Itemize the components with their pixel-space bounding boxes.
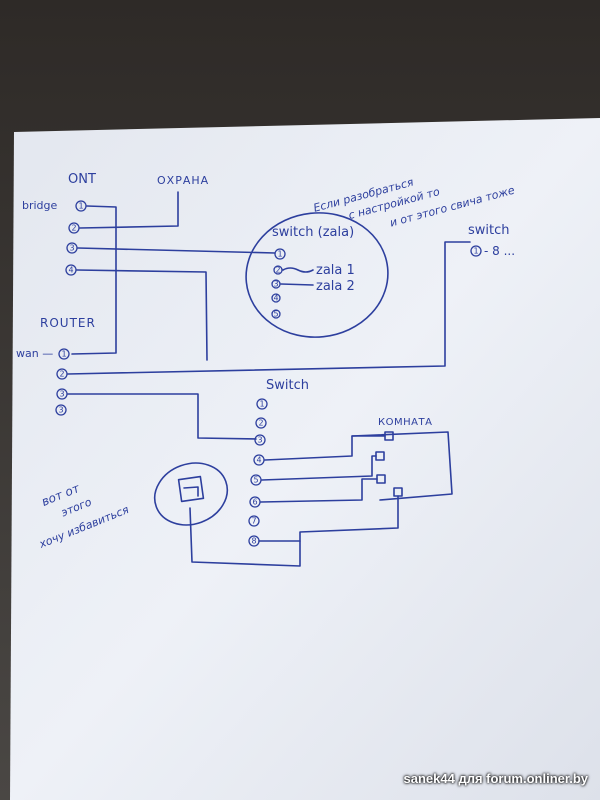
switch-port6-to-room-wire bbox=[260, 478, 378, 503]
svg-text:1: 1 bbox=[78, 202, 83, 211]
ont-port3-to-switch-zala-wire bbox=[77, 247, 276, 254]
ont-port-1: 1 bbox=[75, 200, 87, 212]
svg-text:1: 1 bbox=[259, 400, 264, 409]
router-port3-to-switch-port3-wire bbox=[67, 393, 257, 440]
svg-text:2: 2 bbox=[258, 419, 263, 428]
switch-right-range-visible: - 8 ... bbox=[484, 244, 515, 258]
switch-main-port-3: 3 bbox=[254, 434, 266, 446]
svg-text:2: 2 bbox=[71, 224, 76, 233]
zala2-wire bbox=[280, 283, 314, 286]
device-to-remove-box bbox=[177, 475, 205, 503]
bridge-label: bridge bbox=[22, 199, 58, 212]
watermark: sanek44 для forum.onliner.by bbox=[403, 771, 588, 786]
room-label: КОМНАТА bbox=[378, 417, 432, 428]
switch-main-port-1: 1 bbox=[256, 398, 268, 410]
device-to-remove-circle bbox=[153, 462, 229, 526]
svg-text:6: 6 bbox=[252, 498, 257, 507]
room-outline bbox=[351, 431, 453, 501]
svg-text:5: 5 bbox=[273, 310, 278, 319]
switch-zala-title: switch (zala) bbox=[272, 225, 354, 240]
svg-text:3: 3 bbox=[273, 280, 278, 289]
switch-right-port: 1 bbox=[470, 245, 482, 257]
ont-port-3: 3 bbox=[66, 242, 78, 254]
router-to-right-switch-wire bbox=[67, 241, 471, 375]
svg-text:3: 3 bbox=[257, 436, 262, 445]
switch-zala-port-3: 3 bbox=[271, 279, 281, 289]
svg-text:2: 2 bbox=[59, 370, 64, 379]
switch-port5-to-room-wire bbox=[261, 455, 377, 481]
zala2-label: zala 2 bbox=[316, 279, 355, 294]
svg-text:3: 3 bbox=[58, 406, 63, 415]
switch-zala-port-4: 4 bbox=[271, 293, 281, 303]
switch-zala-port-5: 5 bbox=[271, 309, 281, 319]
svg-text:7: 7 bbox=[251, 517, 256, 526]
router-port-1: 1 bbox=[58, 348, 70, 360]
switch-main-port-6: 6 bbox=[249, 496, 261, 508]
switch-main-port-2: 2 bbox=[255, 417, 267, 429]
switch-zala-port-1: 1 bbox=[274, 248, 286, 260]
switch-main-port-5: 5 bbox=[250, 474, 262, 486]
ont-port2-to-security-wire bbox=[79, 191, 179, 229]
switch-main-title: Switch bbox=[266, 378, 309, 393]
paper-sheet bbox=[10, 118, 600, 800]
svg-text:5: 5 bbox=[253, 476, 258, 485]
device-to-switch-port8-wire bbox=[189, 495, 399, 567]
device-to-remove-inner bbox=[183, 486, 199, 497]
switch-right-title: switch bbox=[468, 223, 510, 238]
switch-zala-port-2: 2 bbox=[273, 265, 283, 275]
switch-main-port-7: 7 bbox=[248, 515, 260, 527]
zala1-label: zala 1 bbox=[316, 263, 355, 278]
svg-text:3: 3 bbox=[59, 390, 64, 399]
svg-text:4: 4 bbox=[256, 456, 261, 465]
svg-text:1: 1 bbox=[61, 350, 66, 359]
svg-text:8: 8 bbox=[251, 537, 256, 546]
ont-port4-to-switch-main-wire bbox=[76, 269, 208, 361]
ont-port-2: 2 bbox=[68, 222, 80, 234]
wan-label: wan — bbox=[16, 347, 53, 360]
switch-port4-to-room-wire bbox=[264, 435, 386, 461]
svg-text:3: 3 bbox=[69, 244, 74, 253]
router-port-4: 3 bbox=[55, 404, 67, 416]
switch-zala-outline bbox=[245, 212, 389, 338]
svg-text:4: 4 bbox=[68, 266, 73, 275]
router-title: ROUTER bbox=[40, 316, 96, 330]
router-port-2: 2 bbox=[56, 368, 68, 380]
ont-port1-to-router-wire bbox=[71, 205, 117, 355]
router-port-3: 3 bbox=[56, 388, 68, 400]
svg-text:2: 2 bbox=[275, 266, 280, 275]
ont-port-4: 4 bbox=[65, 264, 77, 276]
svg-text:1: 1 bbox=[277, 250, 282, 259]
security-label: ОХРАНА bbox=[157, 174, 209, 187]
ont-title: ONT bbox=[68, 172, 96, 187]
switch-main-port-4: 4 bbox=[253, 454, 265, 466]
zala1-wire bbox=[282, 267, 314, 273]
svg-text:1: 1 bbox=[473, 247, 478, 256]
svg-text:4: 4 bbox=[273, 294, 278, 303]
